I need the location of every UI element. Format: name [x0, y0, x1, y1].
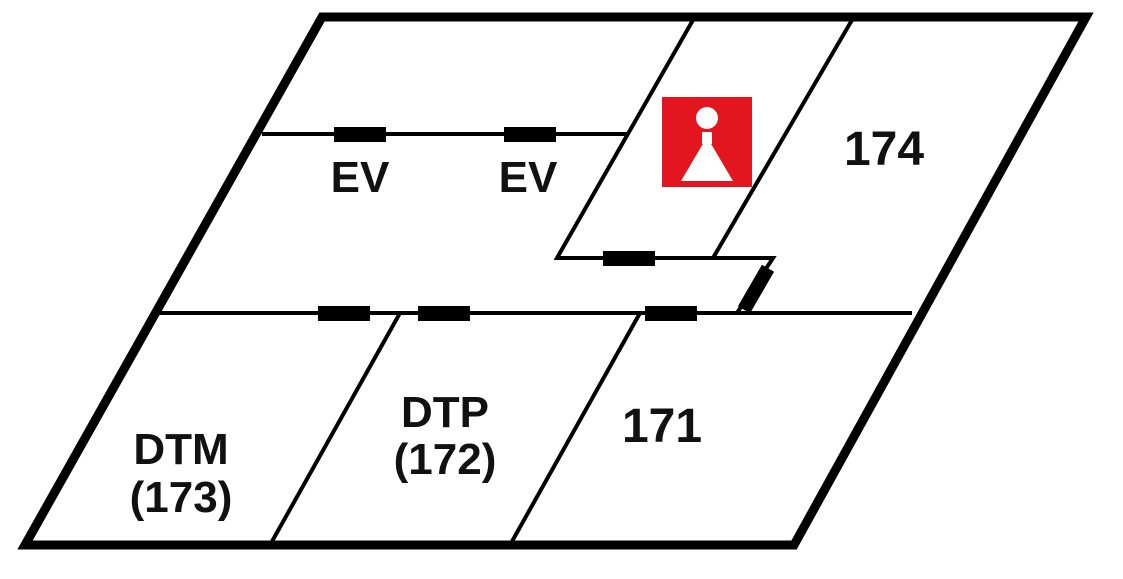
dtp-door — [418, 306, 470, 321]
ev-left-label: EV — [331, 153, 390, 202]
restroom-174-partition — [711, 18, 854, 260]
room-174-label: 174 — [844, 123, 924, 176]
restroom-door — [603, 251, 655, 266]
ev-right-door — [504, 127, 556, 142]
corridor-door-diagonal — [737, 264, 775, 314]
restroom-figure-head — [696, 107, 718, 129]
ev-right-label: EV — [499, 153, 558, 202]
room-171-label: 171 — [622, 400, 702, 453]
building-outline — [17, 12, 1094, 550]
dtp-name-label: DTP — [401, 388, 489, 437]
dtm-number-label: (173) — [130, 473, 233, 522]
dtm-door — [318, 306, 370, 321]
ev-left-door — [334, 127, 386, 142]
womens-restroom-icon — [662, 97, 752, 187]
dtp-171-partition — [508, 312, 642, 546]
dtm-dtp-partition — [268, 312, 402, 546]
dtp-number-label: (172) — [394, 435, 497, 484]
room-171-door — [645, 306, 697, 321]
dtm-name-label: DTM — [133, 425, 228, 474]
restroom-figure-dress — [681, 137, 733, 181]
